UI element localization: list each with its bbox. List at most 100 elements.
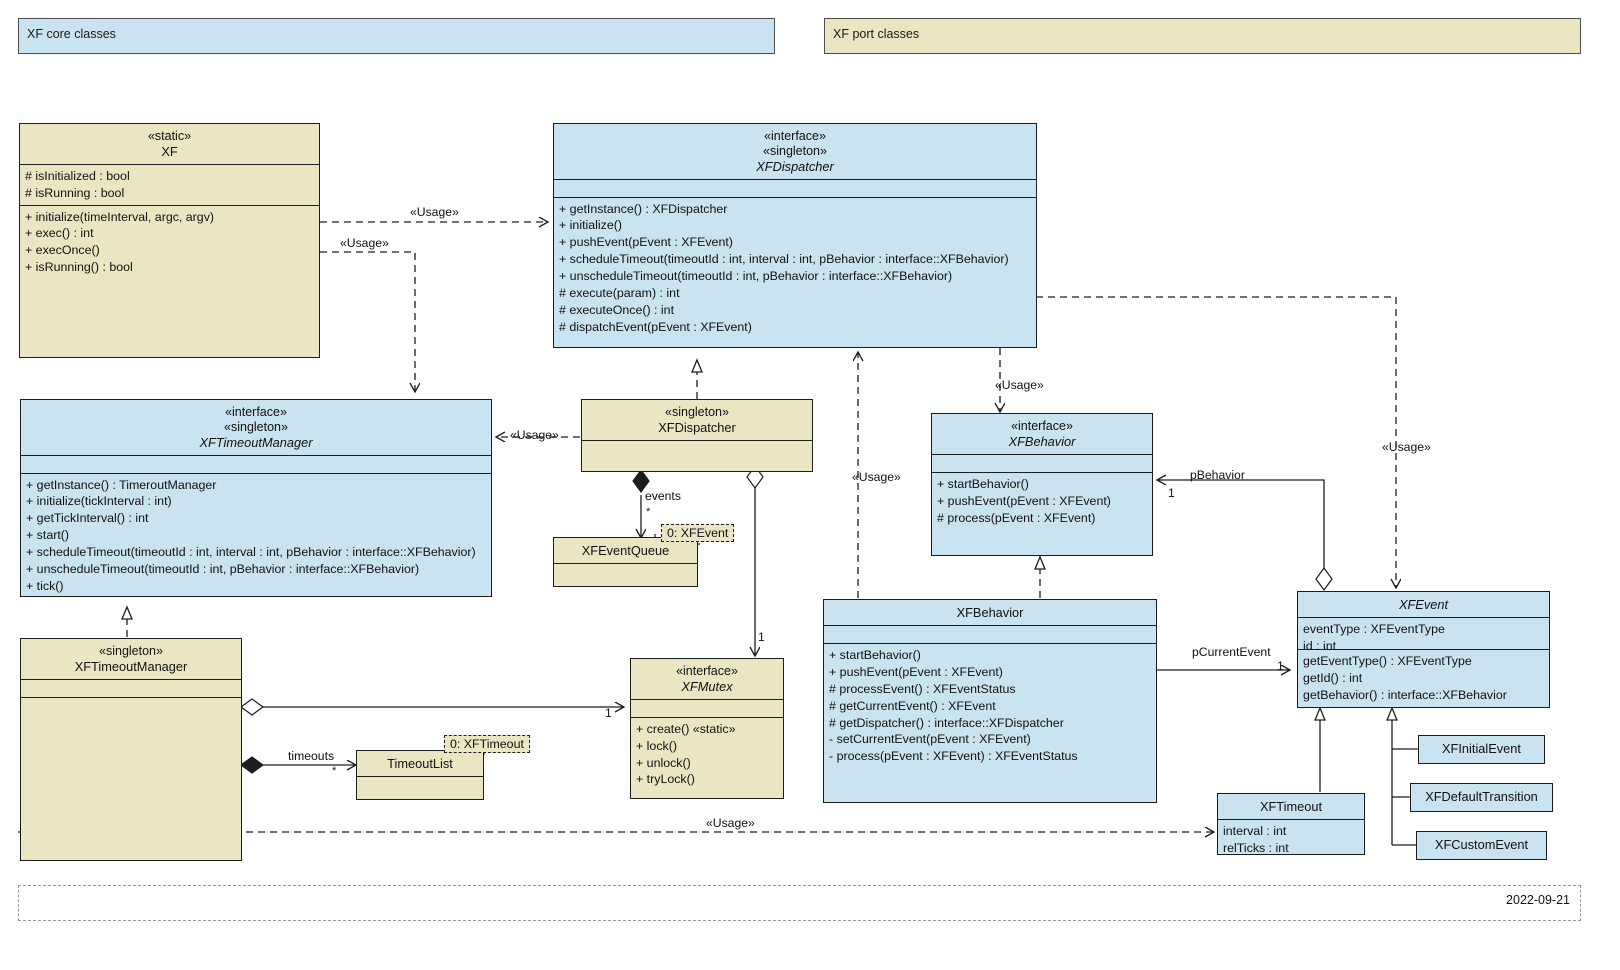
class-xfdispatcher-interface-attributes	[554, 180, 1036, 198]
class-xfeventqueue-name: XFEventQueue	[581, 543, 670, 558]
operation-row: + unscheduleTimeout(timeoutId : int, pBe…	[559, 269, 953, 284]
edge-aggregation-xftimeoutmanagerimpl-to-xfmutex	[239, 698, 624, 716]
class-xftimeout[interactable]: XFTimeout interval : int relTicks : int	[1217, 793, 1365, 855]
class-xfeventqueue[interactable]: XFEventQueue	[553, 537, 698, 587]
class-xfcustomevent-header: XFCustomEvent	[1417, 832, 1546, 857]
edge-role-pcurrentevent: pCurrentEvent	[1192, 645, 1271, 659]
operation-row: - setCurrentEvent(pEvent : XFEvent)	[829, 732, 1031, 747]
stereotype-singleton: «singleton»	[224, 419, 288, 434]
class-xfdefaulttransition-name: XFDefaultTransition	[1425, 789, 1538, 804]
package-xf-port-classes: XF port classes	[824, 18, 1581, 54]
edge-generalization-eventsubclasses-to-xfevent	[1386, 706, 1418, 846]
class-xftimeoutmanager-interface-name: XFTimeoutManager	[199, 434, 313, 450]
edge-usage-xf-to-xftimeoutmanager	[320, 251, 415, 392]
class-xfinitialevent[interactable]: XFInitialEvent	[1418, 735, 1545, 764]
class-xftimeoutmanager-interface-attributes	[21, 456, 491, 474]
stereotype-singleton: «singleton»	[763, 143, 827, 158]
operation-row: + getInstance() : XFDispatcher	[559, 201, 728, 216]
operation-row: # processEvent() : XFEventStatus	[829, 681, 1016, 696]
class-xftimeoutmanager-impl-operations	[21, 698, 241, 860]
edge-aggregation-xfevent-to-xfbehaviorif	[1157, 480, 1333, 592]
class-xfdispatcher-impl[interactable]: «singleton» XFDispatcher	[581, 399, 813, 472]
class-xfmutex[interactable]: «interface» XFMutex + create() «static» …	[630, 658, 784, 799]
attribute-row: relTicks : int	[1223, 840, 1289, 855]
class-xfbehavior-interface-operations: + startBehavior() + pushEvent(pEvent : X…	[932, 473, 1152, 555]
class-timeoutlist[interactable]: TimeoutList	[356, 750, 484, 800]
operation-row: + getInstance() : TimeroutManager	[26, 477, 217, 492]
class-xfbehavior-impl[interactable]: XFBehavior + startBehavior() + pushEvent…	[823, 599, 1157, 803]
stereotype-interface: «interface»	[764, 129, 826, 143]
operation-row: + scheduleTimeout(timeoutId : int, inter…	[559, 252, 1009, 267]
operation-row: # executeOnce() : int	[559, 302, 675, 317]
diagram-footer: 2022-09-21	[18, 885, 1581, 921]
class-xfbehavior-interface[interactable]: «interface» XFBehavior + startBehavior()…	[931, 413, 1153, 556]
edge-multiplicity-timeouts: *	[332, 765, 337, 777]
operation-row: # getDispatcher() : interface::XFDispatc…	[829, 715, 1064, 730]
edge-aggregation-xfdispatcherimpl-to-xfmutex	[746, 464, 764, 656]
stereotype-interface: «interface»	[676, 664, 738, 678]
operation-row: getBehavior() : interface::XFBehavior	[1303, 688, 1507, 703]
class-xftimeoutmanager-interface-header: «interface» «singleton» XFTimeoutManager	[21, 400, 491, 456]
footer-date: 2022-09-21	[1506, 893, 1570, 907]
edge-label-usage-behaviorimpl-dispatcherif: «Usage»	[852, 470, 901, 484]
class-xfevent[interactable]: XFEvent eventType : XFEventType id : int…	[1297, 591, 1550, 708]
edge-label-usage-dispatcherif-event: «Usage»	[1382, 440, 1431, 454]
edge-multiplicity-pcurrentevent: 1	[1277, 659, 1284, 673]
operation-row: + scheduleTimeout(timeoutId : int, inter…	[26, 545, 476, 560]
edge-label-usage-xf-timeoutmanager: «Usage»	[340, 236, 389, 250]
class-xfbehavior-interface-attributes	[932, 455, 1152, 473]
class-xfmutex-name: XFMutex	[681, 678, 733, 694]
qualifier-chip-timeout: 0: XFTimeout	[444, 735, 530, 753]
class-xfcustomevent[interactable]: XFCustomEvent	[1416, 831, 1547, 860]
edge-multiplicity-pbehavior: 1	[1168, 486, 1175, 500]
attribute-row: interval : int	[1223, 824, 1287, 839]
edge-composition-xfdispatcherimpl-to-xfeventqueue	[632, 468, 650, 538]
qualifier-chip-timeout-label: 0: XFTimeout	[450, 737, 524, 751]
class-xfdefaulttransition[interactable]: XFDefaultTransition	[1410, 783, 1553, 812]
edge-role-timeouts: timeouts	[288, 749, 335, 763]
class-xfbehavior-impl-operations: + startBehavior() + pushEvent(pEvent : X…	[824, 644, 1156, 802]
class-xfdispatcher-interface-name: XFDispatcher	[756, 158, 834, 174]
stereotype-singleton: «singleton»	[665, 405, 729, 419]
operation-row: + isRunning() : bool	[25, 260, 133, 275]
class-timeoutlist-name: TimeoutList	[387, 756, 453, 771]
class-xfdefaulttransition-header: XFDefaultTransition	[1411, 784, 1552, 809]
class-xf[interactable]: «static» XF # isInitialized : bool # isR…	[19, 123, 320, 358]
class-xfmutex-operations: + create() «static» + lock() + unlock() …	[631, 718, 783, 798]
class-xfcustomevent-name: XFCustomEvent	[1434, 837, 1529, 852]
class-xfinitialevent-name: XFInitialEvent	[1442, 741, 1521, 756]
class-timeoutlist-body	[357, 777, 483, 799]
edge-role-events: events	[645, 489, 681, 503]
attribute-row: eventType : XFEventType	[1303, 622, 1445, 637]
class-xfevent-operations: getEventType() : XFEventType getId() : i…	[1298, 650, 1549, 707]
operation-row: + initialize(tickInterval : int)	[26, 494, 172, 509]
class-xfbehavior-interface-header: «interface» XFBehavior	[932, 414, 1152, 455]
operation-row: + exec() : int	[25, 226, 94, 241]
class-xftimeoutmanager-interface[interactable]: «interface» «singleton» XFTimeoutManager…	[20, 399, 492, 597]
class-xfdispatcher-interface[interactable]: «interface» «singleton» XFDispatcher + g…	[553, 123, 1037, 348]
operation-row: + start()	[26, 528, 70, 543]
class-xf-stereotype: «static»	[147, 129, 192, 143]
operation-row: + pushEvent(pEvent : XFEvent)	[937, 493, 1111, 508]
class-xfeventqueue-body	[554, 564, 697, 586]
operation-row: + unlock()	[636, 755, 691, 770]
class-xftimeoutmanager-impl-name: XFTimeoutManager	[74, 658, 188, 674]
class-xfdispatcher-impl-header: «singleton» XFDispatcher	[582, 400, 812, 441]
edge-label-usage-dispatcherif-behavior: «Usage»	[995, 378, 1044, 392]
edge-multiplicity-mutex-dispatcher: 1	[758, 630, 765, 644]
operation-row: # process(pEvent : XFEvent)	[937, 510, 1096, 525]
class-xfdispatcher-impl-body	[582, 441, 812, 471]
operation-row: + initialize()	[559, 218, 623, 233]
package-xf-core-classes: XF core classes	[18, 18, 775, 54]
class-xfevent-attributes: eventType : XFEventType id : int	[1298, 618, 1549, 653]
class-xfevent-name: XFEvent	[1398, 597, 1449, 612]
class-xftimeoutmanager-impl[interactable]: «singleton» XFTimeoutManager	[20, 638, 242, 861]
class-xfeventqueue-header: XFEventQueue	[554, 538, 697, 565]
attribute-row: # isInitialized : bool	[25, 168, 130, 183]
class-xf-attributes: # isInitialized : bool # isRunning : boo…	[20, 165, 319, 206]
qualifier-chip-event: 0: XFEvent	[661, 524, 735, 542]
package-label-port: XF port classes	[833, 27, 920, 41]
operation-row: + execOnce()	[25, 243, 100, 258]
operation-row: + tick()	[26, 578, 64, 593]
operation-row: + getTickInterval() : int	[26, 511, 149, 526]
